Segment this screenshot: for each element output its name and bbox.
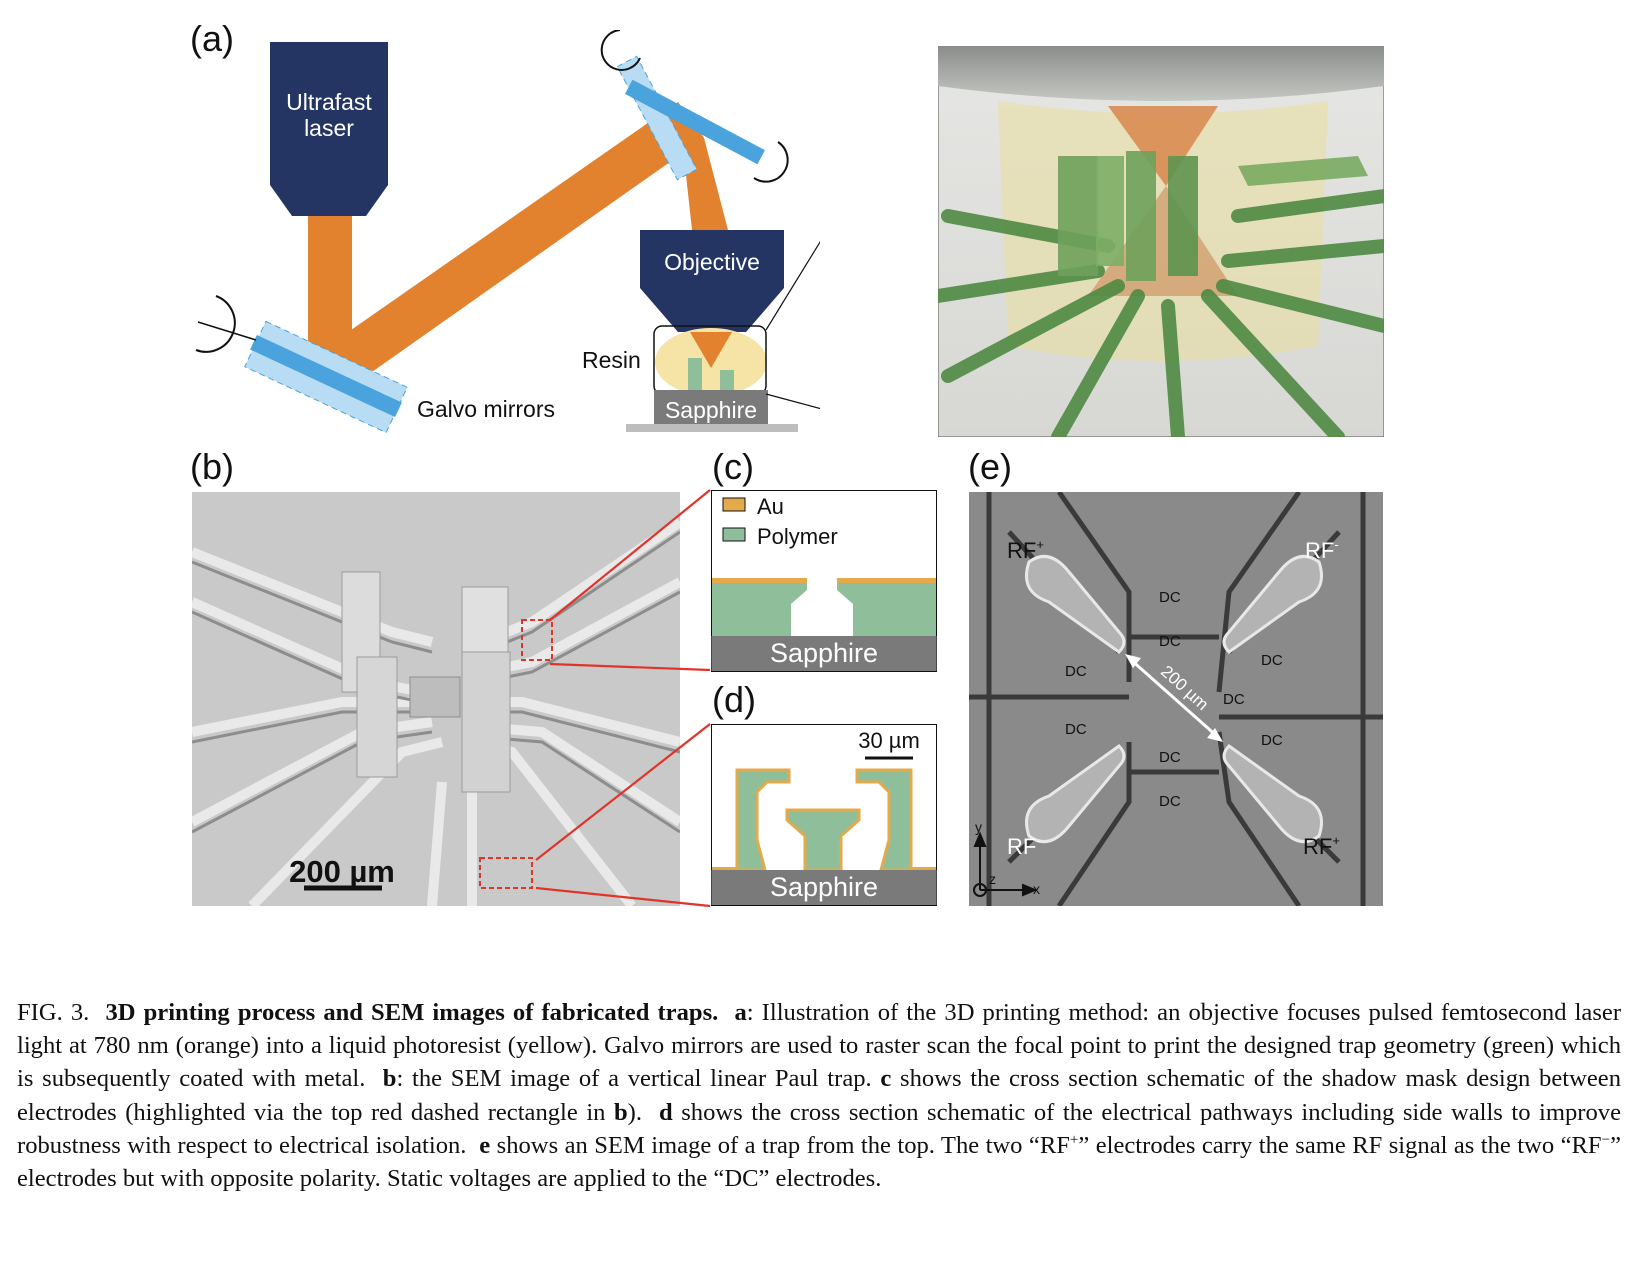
- caption-sup-minus: −: [1601, 1131, 1611, 1148]
- sapphire-label-d: Sapphire: [770, 872, 878, 902]
- panel-a-label: (a): [190, 18, 234, 59]
- caption-a-label: a: [734, 999, 747, 1026]
- render-3d-image: [938, 46, 1384, 437]
- axis-x-label: x: [1033, 881, 1040, 897]
- sem-image-e: 200 µm RF+ RF- RF- RF+ DC DC DC DC DC DC…: [969, 492, 1383, 906]
- caption-e-mid: ” electrodes carry the same RF signal as…: [1078, 1131, 1602, 1159]
- sem-image-b: 200 µm: [192, 492, 680, 906]
- zoom-connectors: [535, 489, 711, 908]
- caption-a-text: : Illustration of the 3D printing method…: [17, 999, 1622, 1093]
- scalebar-d-label: 30 µm: [858, 728, 920, 753]
- highlight-rect-bottom: [479, 857, 533, 889]
- cross-section-c: Au Polymer Sapphire: [711, 490, 937, 672]
- caption-e-label: e: [479, 1131, 491, 1159]
- caption-e-end: ” electrodes but with opposite polarity.…: [17, 1131, 1621, 1193]
- caption-e-text: shows an SEM image of a trap from the to…: [490, 1131, 1070, 1159]
- panel-d-label: (d): [712, 679, 756, 720]
- legend-au-label: Au: [757, 494, 784, 519]
- dc-label: DC: [1223, 691, 1245, 708]
- sapphire-substrate-d: [711, 870, 937, 905]
- beam-diagonal: [308, 102, 704, 386]
- caption-d-label: d: [659, 1098, 673, 1126]
- caption-title: 3D printing process and SEM images of fa…: [105, 999, 719, 1026]
- caption-b-label: b: [382, 1065, 397, 1093]
- cross-section-d: 30 µm Sapphire: [711, 724, 937, 906]
- laser-body: [270, 42, 388, 216]
- galvo-mirror-top: [616, 55, 765, 181]
- panel-e-label: (e): [968, 446, 1012, 487]
- caption-b-text: : the SEM image of a vertical linear Pau…: [396, 1065, 872, 1093]
- dc-label: DC: [1159, 749, 1181, 766]
- beam-down: [678, 102, 728, 230]
- axis-z-label: z: [989, 871, 996, 887]
- caption-c-end: ).: [627, 1098, 642, 1126]
- sapphire-label-c: Sapphire: [770, 638, 878, 668]
- distance-arrow: [1128, 656, 1220, 740]
- dc-label: DC: [1261, 732, 1283, 749]
- panel-c-label: (c): [712, 446, 754, 487]
- caption-d-text: shows the cross section schematic of the…: [17, 1098, 1621, 1159]
- panel-a-schematic: Ultrafast laser Galvo mirrors Objective …: [195, 30, 820, 434]
- figure-caption: FIG. 3. 3D printing process and SEM imag…: [17, 996, 1621, 1195]
- resin-label: Resin: [582, 347, 641, 373]
- legend-polymer-label: Polymer: [757, 524, 838, 549]
- caption-c-ref: b: [613, 1098, 628, 1126]
- dc-label: DC: [1261, 652, 1283, 669]
- galvo-mirror-bottom: [244, 320, 408, 434]
- dc-label: DC: [1159, 793, 1181, 810]
- sapphire-label: Sapphire: [665, 397, 757, 423]
- rf-minus-label-bl: RF-: [1007, 833, 1041, 859]
- rf-plus-label-tl: RF+: [1007, 537, 1044, 563]
- rf-minus-label-tr: RF-: [1305, 537, 1339, 563]
- dc-label: DC: [1065, 721, 1087, 738]
- sapphire-substrate-c: [711, 636, 937, 671]
- caption-sup-plus: +: [1069, 1131, 1079, 1148]
- highlight-rect-top: [521, 619, 553, 661]
- scalebar-b-label: 200 µm: [289, 854, 395, 889]
- rf-plus-label-br: RF+: [1303, 833, 1340, 859]
- caption-c-label: c: [880, 1065, 892, 1093]
- legend-au-swatch: [722, 497, 746, 512]
- sapphire-substrate: [654, 390, 768, 424]
- caption-fig-number: FIG. 3.: [17, 999, 90, 1026]
- objective-body: [640, 230, 784, 332]
- laser-label-line1: Ultrafast: [286, 89, 372, 115]
- legend-polymer-swatch: [722, 527, 746, 542]
- laser-label-line2: laser: [304, 115, 354, 141]
- dc-label: DC: [1065, 663, 1087, 680]
- axis-y-label: y: [975, 819, 982, 835]
- caption-c-text: shows the cross section schematic of the…: [17, 1065, 1621, 1126]
- objective-label: Objective: [664, 249, 760, 275]
- rotation-arrow-icon: [600, 30, 641, 71]
- dc-label: DC: [1159, 589, 1181, 606]
- galvo-label: Galvo mirrors: [417, 396, 555, 422]
- axis-indicator: [973, 831, 1038, 897]
- rotation-arrow-icon: [753, 141, 789, 183]
- dc-label: DC: [1159, 633, 1181, 650]
- panel-b-label: (b): [190, 446, 234, 487]
- rotation-arrow-icon: [195, 295, 236, 353]
